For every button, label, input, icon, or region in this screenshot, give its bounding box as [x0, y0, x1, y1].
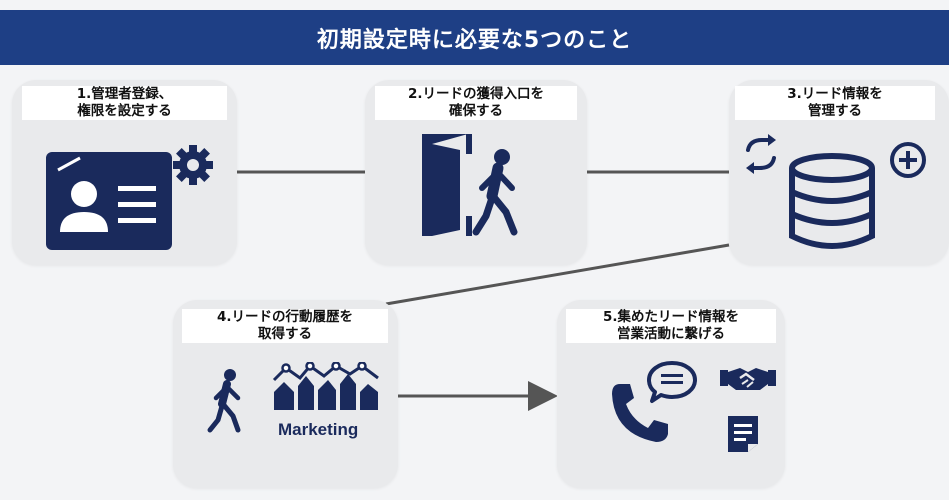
step-5-line1: 5.集めたリード情報を — [602, 309, 740, 325]
marketing-chart-icon — [272, 362, 379, 410]
step-label-4: 4.リードの行動履歴を 取得する — [182, 309, 388, 343]
walking-person-icon — [207, 369, 241, 433]
step-3-line2: 管理する — [808, 103, 862, 119]
step-2-line1: 2.リードの獲得入口を — [407, 86, 545, 102]
step-4-line1: 4.リードの行動履歴を — [216, 309, 354, 325]
step-1-line1: 1.管理者登録、 — [76, 86, 173, 102]
plus-circle-icon — [890, 142, 926, 178]
speech-bubble-icon — [647, 361, 697, 403]
walking-person-icon — [472, 149, 518, 236]
phone-icon — [612, 384, 668, 442]
step-3-line1: 3.リード情報を — [787, 86, 883, 102]
marketing-label: Marketing — [278, 420, 359, 439]
step-label-2: 2.リードの獲得入口を 確保する — [375, 86, 577, 120]
page-title: 初期設定時に必要な5つのこと — [0, 10, 949, 65]
step-label-5: 5.集めたリード情報を 営業活動に繋げる — [566, 309, 776, 343]
door-exit-icon — [422, 134, 472, 236]
connector-3-4 — [385, 243, 730, 306]
handshake-icon — [720, 368, 776, 390]
gear-icon — [173, 145, 213, 185]
step-1-line2: 権限を設定する — [77, 103, 172, 119]
database-icon — [789, 153, 875, 249]
sync-arrows-icon — [746, 134, 776, 174]
step-label-1: 1.管理者登録、 権限を設定する — [22, 86, 227, 120]
document-icon — [728, 416, 758, 452]
step-5-line2: 営業活動に繋げる — [617, 326, 725, 342]
id-card-icon — [46, 152, 172, 250]
step-label-3: 3.リード情報を 管理する — [735, 86, 935, 120]
step-4-line2: 取得する — [258, 326, 312, 342]
step-2-line2: 確保する — [449, 103, 503, 119]
